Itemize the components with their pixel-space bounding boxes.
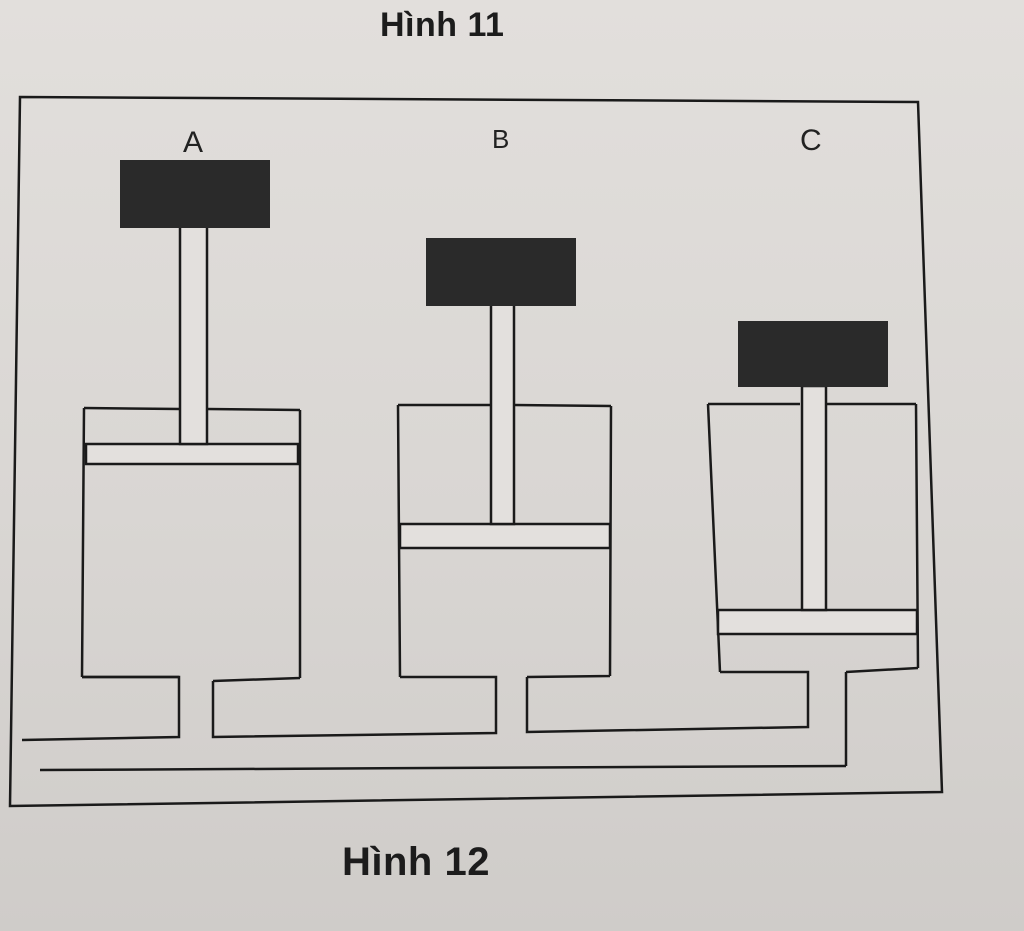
figure-caption-top: Hình 11 xyxy=(380,6,505,44)
piston-c-weight xyxy=(738,321,888,387)
figure-frame xyxy=(8,95,944,808)
cylinder-c xyxy=(706,321,920,673)
piston-a-rod xyxy=(178,224,209,446)
piston-label-a: A xyxy=(183,126,203,159)
piston-b-plate xyxy=(398,522,612,550)
cylinder-a xyxy=(80,160,302,683)
pipe-network-inner-edge xyxy=(211,666,919,766)
piston-a-plate xyxy=(84,442,300,466)
cylinder-a-rim xyxy=(83,406,301,412)
piston-label-b: B xyxy=(492,124,509,154)
piston-a-weight xyxy=(120,160,270,228)
piston-label-c: C xyxy=(800,124,822,157)
piston-b-rod xyxy=(489,300,516,526)
pipe-network-lower-edge xyxy=(39,764,847,772)
piston-c-rod xyxy=(800,384,828,612)
piston-b-weight xyxy=(426,238,576,306)
pipe-network-upper-edge xyxy=(21,675,181,742)
figure-caption-bottom: Hình 12 xyxy=(342,840,490,884)
cylinder-b-rim xyxy=(398,403,612,408)
cylinder-a-walls xyxy=(80,407,302,683)
piston-c-plate xyxy=(716,608,919,636)
cylinder-b xyxy=(396,238,613,679)
